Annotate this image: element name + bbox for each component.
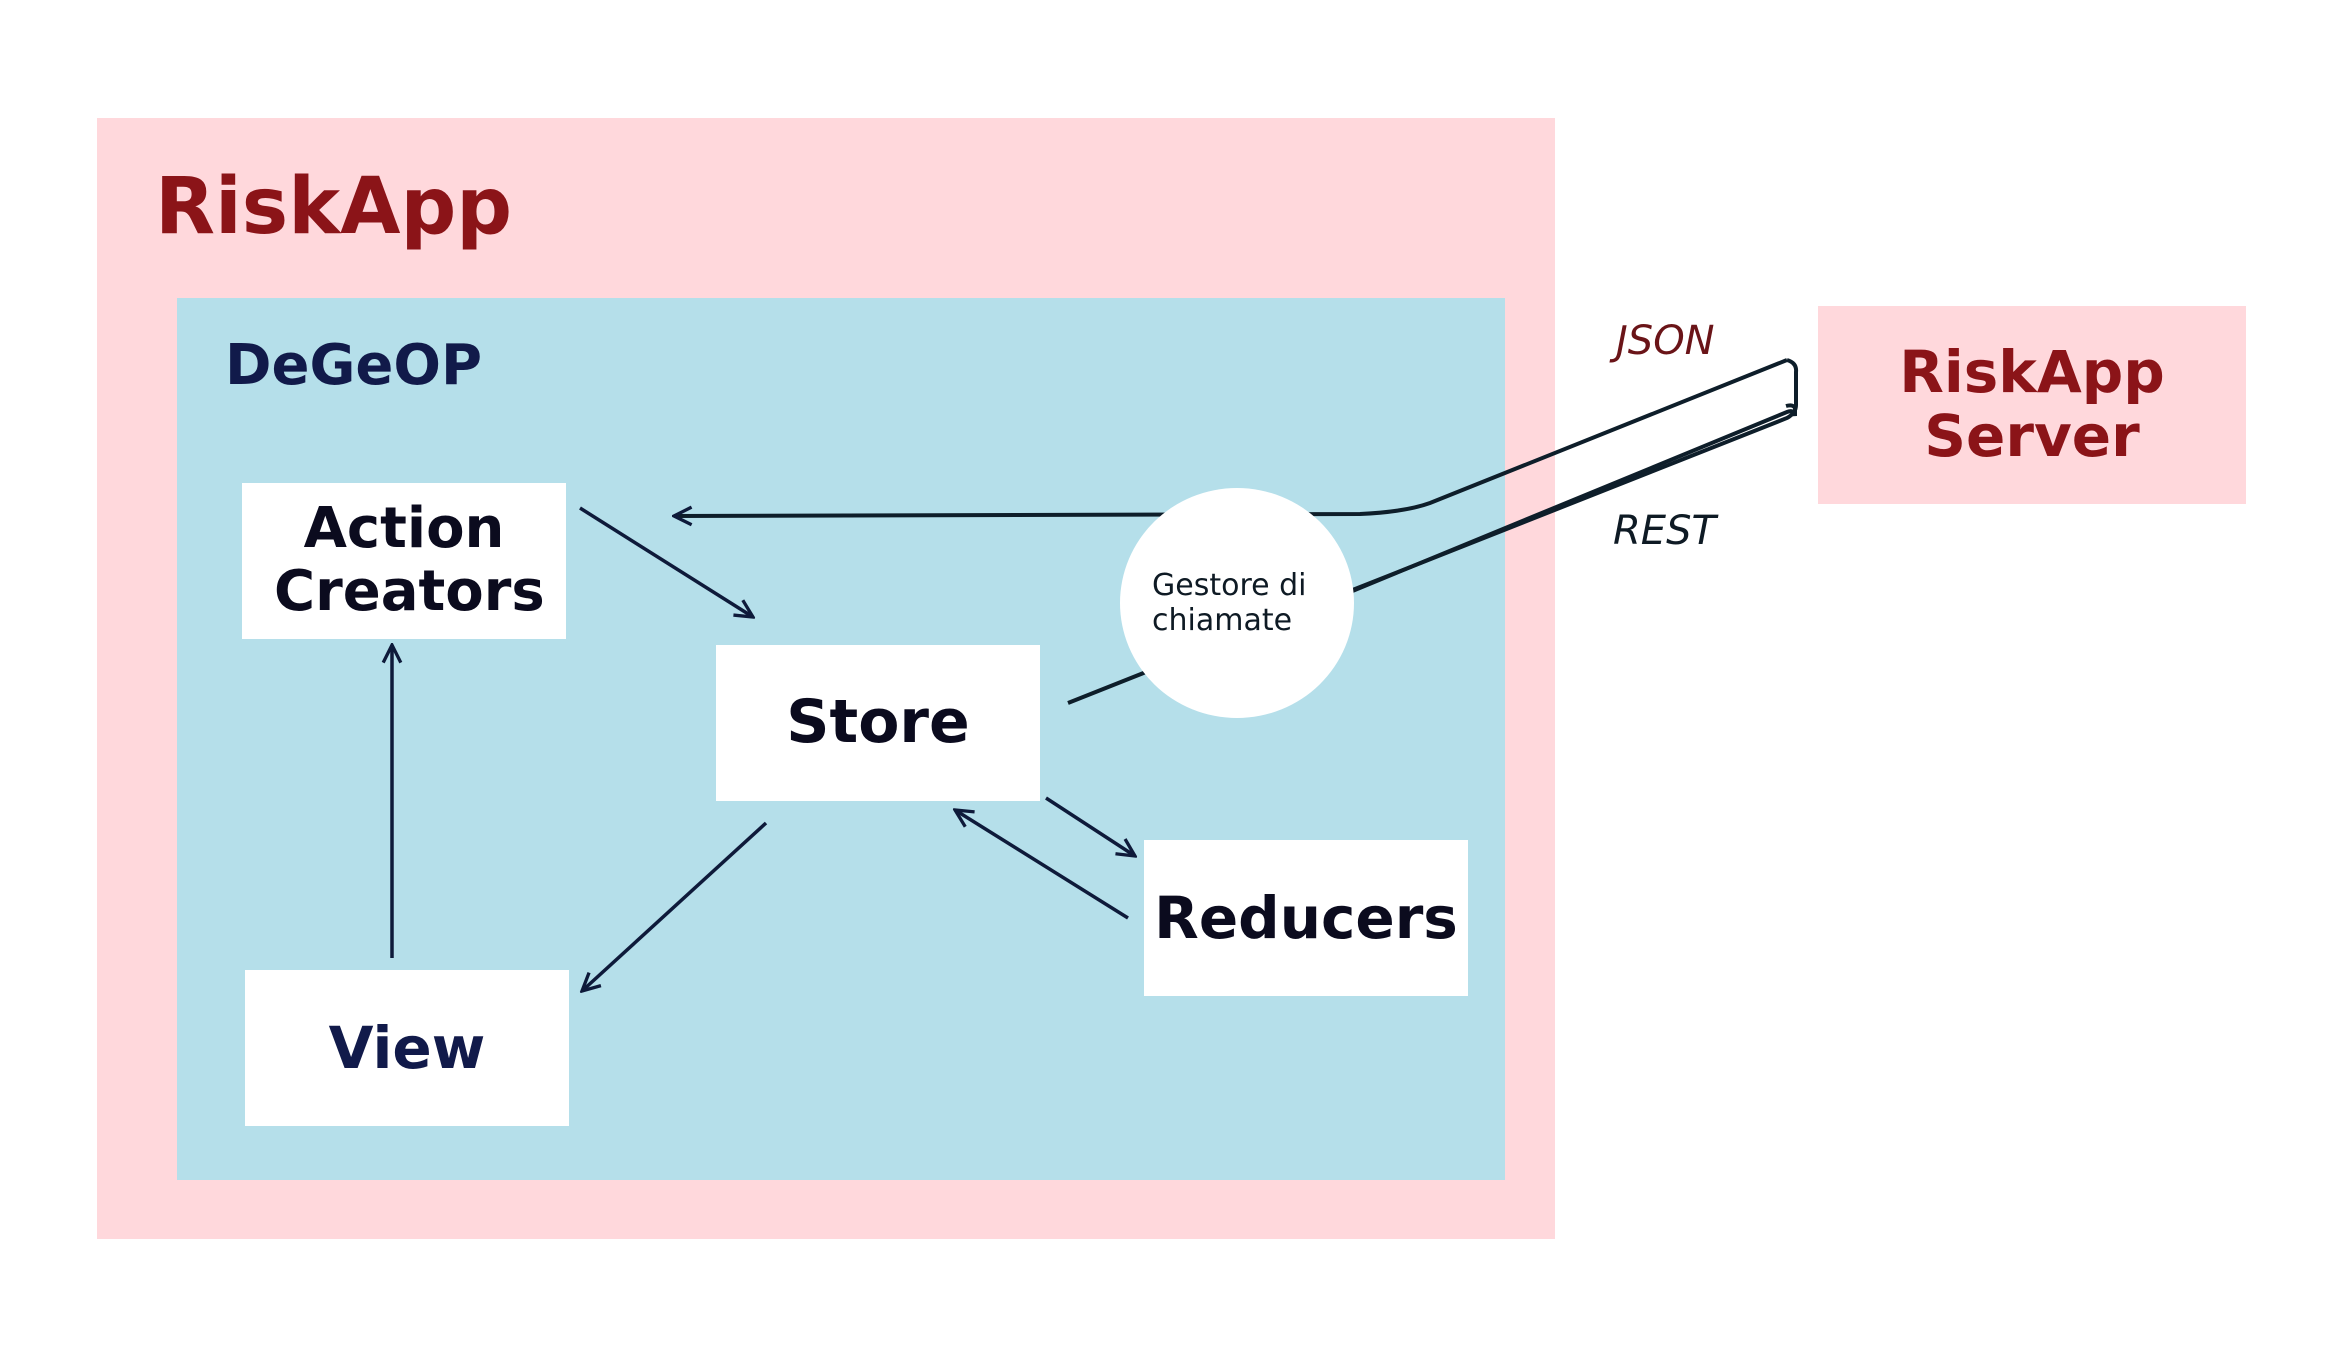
store-node: Store	[716, 645, 1040, 801]
reducers-label: Reducers	[1154, 883, 1458, 952]
rest-label: REST	[1613, 508, 1716, 554]
json-label: JSON	[1616, 318, 1715, 364]
view-node: View	[245, 970, 569, 1126]
call-manager-node: Gestore di chiamate	[1120, 488, 1354, 718]
arrow-store-to-view	[582, 821, 768, 991]
arrow-reducers-to-store	[955, 810, 1129, 920]
view-label: View	[328, 1013, 486, 1082]
json-cable-top	[1349, 358, 1799, 593]
json-rest-cable	[1067, 403, 1797, 705]
reducers-node: Reducers	[1144, 840, 1468, 996]
json-cable-return	[674, 358, 1788, 516]
store-label: Store	[786, 687, 970, 758]
action-creators-label: Action Creators	[274, 496, 545, 624]
degeop-title: DeGeOP	[225, 333, 483, 398]
action-creators-node: Action Creators	[242, 483, 566, 639]
call-manager-label: Gestore di chiamate	[1152, 567, 1307, 638]
riskapp-server-label: RiskApp Server	[1899, 338, 2165, 470]
riskapp-server-node: RiskApp Server	[1818, 306, 2246, 504]
arrow-action-to-store	[579, 506, 753, 617]
arrow-store-to-reducers	[1045, 796, 1135, 856]
riskapp-title: RiskApp	[155, 162, 513, 252]
